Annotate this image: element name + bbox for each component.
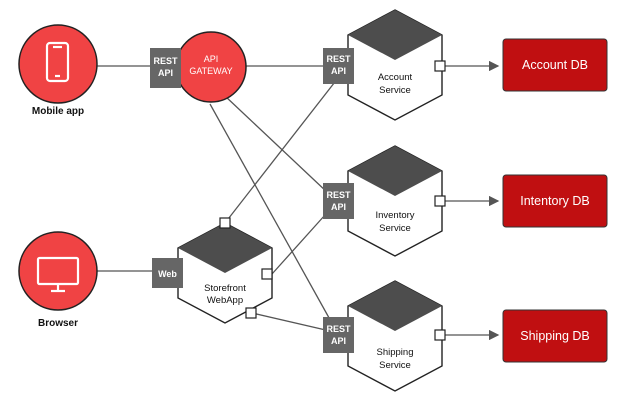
web-interface-box[interactable]: Web [152,258,183,288]
account-service-label-line1: Account [378,72,413,83]
rest-label-line2: API [331,336,346,346]
line-gateway-to-shipping [209,103,334,326]
line-storefront-to-shipping [251,312,331,332]
rest-label-line2: API [158,68,173,78]
inventory-service-node[interactable]: Inventory Service [347,145,443,257]
browser-node[interactable]: Browser [18,231,98,329]
rest-label-line1: REST [326,190,351,200]
inventory-service-port [434,195,446,207]
account-service-label-line2: Service [379,85,411,96]
account-db-node[interactable]: Account DB [502,38,608,92]
storefront-label-line2: WebApp [207,295,243,306]
storefront-port-top [219,217,231,229]
smartphone-icon [45,41,70,83]
web-label: Web [158,269,177,279]
gateway-label-line1: API [204,54,219,64]
connectors [97,60,500,341]
gateway-label-line2: GATEWAY [189,66,232,76]
api-gateway-node[interactable]: API GATEWAY [175,31,247,103]
mobile-app-label: Mobile app [32,106,84,117]
monitor-icon [36,256,80,293]
shipping-service-node[interactable]: Shipping Service [347,280,443,392]
rest-label-line1: REST [326,324,351,334]
rest-label-line1: REST [326,54,351,64]
rest-label-line2: API [331,202,346,212]
account-db-label: Account DB [522,58,588,72]
line-gateway-to-inventory [224,95,329,194]
inventory-service-label-line1: Inventory [375,210,414,221]
line-storefront-to-inventory [271,214,326,275]
shipping-service-label-line2: Service [379,360,411,371]
shipping-service-port [434,329,446,341]
storefront-port-bottom [245,307,257,319]
account-rest-api-box[interactable]: REST API [323,48,354,84]
storefront-webapp-node[interactable]: Storefront WebApp [177,222,273,324]
shipping-db-node[interactable]: Shipping DB [502,309,608,363]
inventory-service-label-line2: Service [379,223,411,234]
shipping-rest-api-box[interactable]: REST API [323,317,354,353]
storefront-port-right [261,268,273,280]
shipping-db-label: Shipping DB [520,329,590,343]
browser-label: Browser [38,318,78,329]
gateway-rest-api-box[interactable]: REST API [150,48,181,88]
mobile-app-node[interactable]: Mobile app [18,24,98,117]
inventory-db-node[interactable]: Intentory DB [502,174,608,228]
account-service-port [434,60,446,72]
rest-label-line2: API [331,66,346,76]
shipping-service-label-line1: Shipping [377,347,414,358]
rest-label-line1: REST [153,56,178,66]
account-service-node[interactable]: Account Service [347,9,443,121]
line-storefront-to-account [224,77,339,224]
inventory-db-label: Intentory DB [520,194,589,208]
inventory-rest-api-box[interactable]: REST API [323,183,354,219]
storefront-label-line1: Storefront [204,283,246,294]
